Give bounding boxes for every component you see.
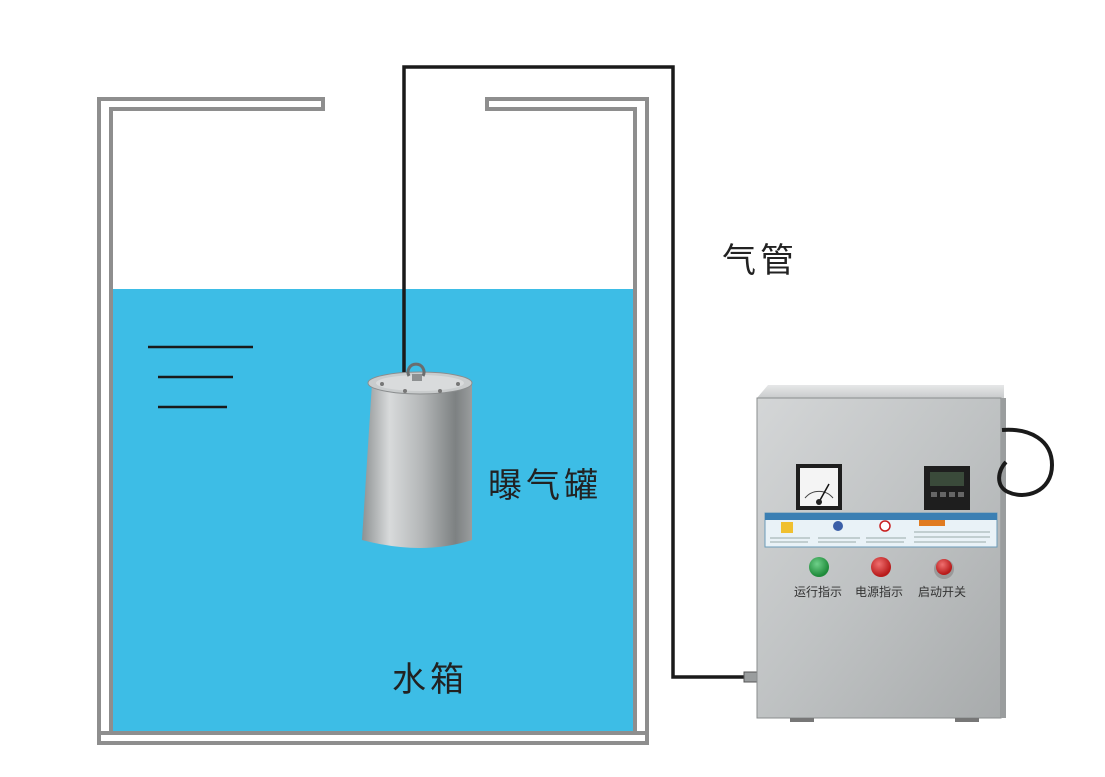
- power-cable: [997, 427, 1055, 497]
- warning-label-strip: [764, 512, 998, 548]
- gauge-meter: [796, 464, 842, 510]
- water-tank-label: 水箱: [392, 660, 468, 700]
- air-pipe: [402, 65, 752, 679]
- water-tank-wall: [97, 97, 649, 745]
- digital-timer: [924, 466, 970, 510]
- air-pipe-label: 气管: [722, 241, 798, 281]
- run-indicator-label: 运行指示: [794, 585, 843, 599]
- power-indicator-light: [871, 557, 891, 577]
- start-switch-label: 启动开关: [918, 585, 967, 599]
- run-indicator-light: [809, 557, 829, 577]
- power-indicator-label: 电源指示: [855, 585, 904, 599]
- pipe-connector: [743, 671, 759, 683]
- start-switch-button[interactable]: [934, 559, 954, 579]
- control-box: [756, 385, 1055, 722]
- aeration-tank-canister: [362, 362, 473, 548]
- aeration-tank-label: 曝气罐: [488, 466, 602, 506]
- water-level-mark: [148, 345, 253, 409]
